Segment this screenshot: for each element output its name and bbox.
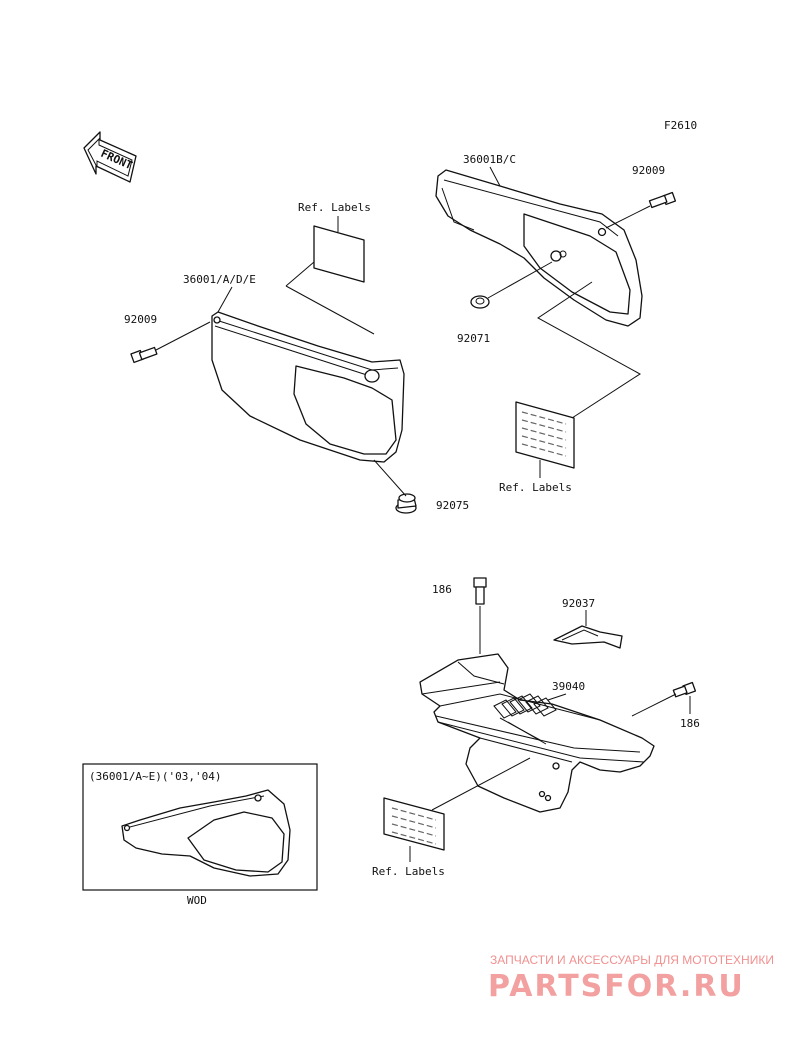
inset-box: (36001/A~E)('03,'04) — [82, 763, 318, 891]
side-cover-left — [211, 311, 405, 463]
ref-labels-upper-right: Ref. Labels — [499, 481, 572, 494]
guard-ribs — [493, 693, 557, 745]
part-92037-label: 92037 — [562, 597, 595, 610]
grommet-92075 — [395, 493, 417, 514]
part-186-top-label: 186 — [432, 583, 452, 596]
part-186-right-label: 186 — [680, 717, 700, 730]
front-arrow-icon: FRONT — [83, 131, 137, 183]
part-36001ade-label: 36001/A/D/E — [183, 273, 256, 286]
part-92009-left-label: 92009 — [124, 313, 157, 326]
watermark-tagline: ЗАПЧАСТИ И АКСЕССУАРЫ ДЛЯ МОТОТЕХНИКИ — [490, 953, 774, 967]
figure-code: F2610 — [664, 119, 697, 132]
ref-label-plate-upper-left — [313, 225, 365, 283]
ref-labels-lower: Ref. Labels — [372, 865, 445, 878]
ref-label-plate-lower — [383, 797, 445, 851]
inset-title: (36001/A~E)('03,'04) — [89, 770, 221, 783]
bolt-186-right — [672, 681, 697, 698]
grommet-92071 — [470, 295, 490, 309]
part-92009-right-label: 92009 — [632, 164, 665, 177]
ref-label-plate-upper-right — [515, 401, 575, 469]
side-cover-right — [435, 169, 643, 327]
part-92075-label: 92075 — [436, 499, 469, 512]
bolt-186-top — [473, 577, 487, 605]
clip-92037 — [553, 625, 623, 649]
bolt-92009-left — [130, 346, 158, 364]
part-36001bc-label: 36001B/C — [463, 153, 516, 166]
ref-labels-upper-left: Ref. Labels — [298, 201, 371, 214]
watermark-brand: PARTSFOR.RU — [488, 969, 745, 1004]
part-39040-label: 39040 — [552, 680, 585, 693]
bolt-92009-right — [648, 191, 677, 209]
inset-caption: WOD — [187, 894, 207, 907]
guard-39040 — [419, 653, 655, 813]
part-92071-label: 92071 — [457, 332, 490, 345]
